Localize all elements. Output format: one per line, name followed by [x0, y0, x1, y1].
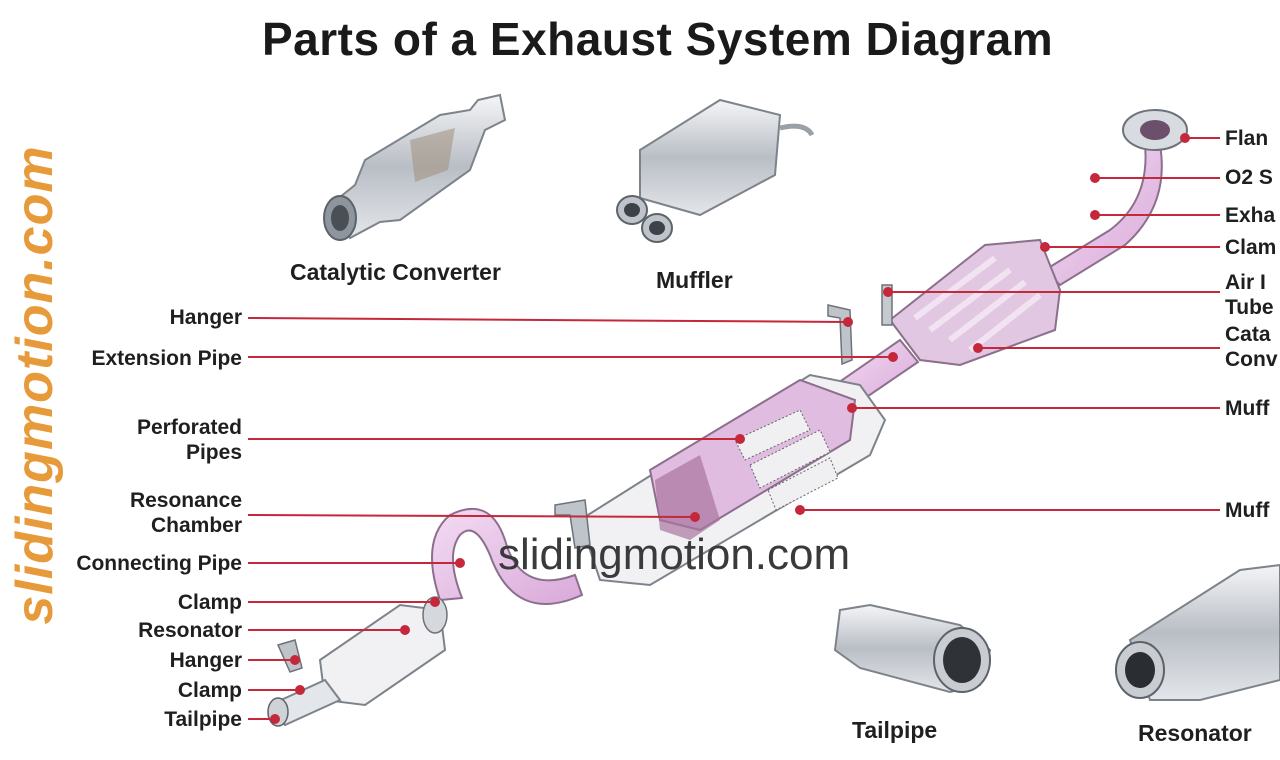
- label-flange: Flan: [1225, 127, 1269, 150]
- caption-tailpipe: Tailpipe: [852, 717, 938, 743]
- muffler-product: [616, 98, 815, 243]
- resonator-product: [1115, 563, 1280, 701]
- label-muffler-lower: Muff: [1225, 499, 1270, 522]
- label-hanger-top: Hanger: [169, 306, 242, 329]
- label-o2-sensor: O2 S: [1225, 166, 1273, 189]
- label-clamp-upper: Clamp: [177, 591, 242, 614]
- caption-muffler: Muffler: [656, 267, 733, 293]
- caption-resonator: Resonator: [1138, 720, 1252, 746]
- label-muffler-upper: Muff: [1225, 397, 1270, 420]
- label-tailpipe: Tailpipe: [164, 708, 242, 731]
- tailpipe-product: [833, 603, 992, 694]
- label-hanger-bottom: Hanger: [169, 649, 242, 672]
- label-resonator: Resonator: [138, 619, 242, 642]
- catalytic-converter-product: [323, 93, 507, 241]
- diagram-title: Parts of a Exhaust System Diagram: [262, 13, 1054, 65]
- label-exhaust-pipe: Exha: [1225, 204, 1276, 227]
- label-clamp-right: Clam: [1225, 236, 1277, 259]
- caption-catalytic-converter: Catalytic Converter: [290, 259, 501, 285]
- perforated-pipes: [734, 409, 839, 511]
- label-clamp-lower: Clamp: [177, 679, 242, 702]
- center-watermark: slidingmotion.com: [498, 530, 851, 579]
- leader-lines: [247, 133, 1220, 724]
- label-connecting-pipe: Connecting Pipe: [76, 552, 242, 575]
- label-extension-pipe: Extension Pipe: [91, 347, 242, 370]
